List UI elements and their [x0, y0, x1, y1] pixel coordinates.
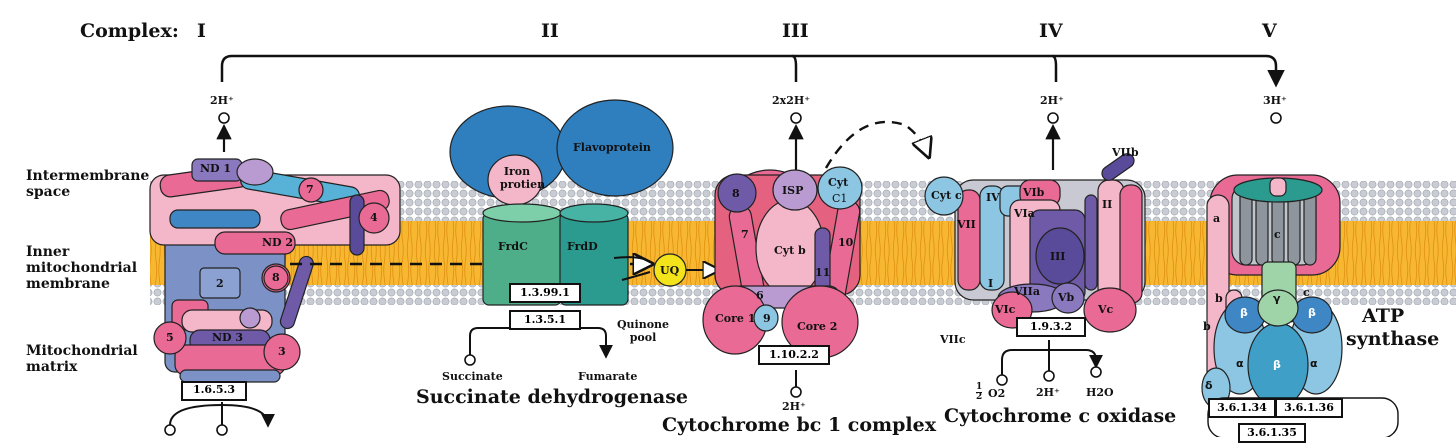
c3-sub9: 9 — [763, 312, 771, 325]
c4-half-den: 2 — [976, 392, 983, 402]
c5-beta-right: β — [1308, 306, 1316, 319]
complex-4 — [924, 123, 1146, 386]
numeral-4: IV — [1039, 20, 1063, 42]
complex-5 — [1201, 174, 1399, 437]
c3-c1: C1 — [832, 192, 848, 205]
c5-beta-center: β — [1273, 358, 1281, 371]
c3-proton-label: 2x2H⁺ — [772, 94, 811, 107]
c2-ec-2: 1.3.5.1 — [509, 310, 581, 330]
c3-isp: ISP — [782, 184, 804, 197]
c3-sub10: 10 — [838, 236, 854, 249]
c4-vc: Vc — [1098, 303, 1114, 316]
c5-ec-1: 3.6.1.34 — [1208, 398, 1276, 418]
c2-name: Succinate dehydrogenase — [416, 386, 688, 408]
c2-uq: UQ — [660, 264, 680, 277]
c4-iv: IV — [986, 191, 1000, 204]
c3-cyt: Cyt — [828, 176, 849, 189]
numeral-5: V — [1262, 20, 1277, 42]
c5-name-line2: synthase — [1346, 328, 1440, 350]
c5-delta: δ — [1205, 379, 1213, 392]
c4-vb: Vb — [1058, 291, 1075, 304]
numeral-2: II — [541, 20, 559, 42]
c1-sub3: 3 — [278, 345, 286, 358]
c5-b1: b — [1215, 292, 1223, 305]
c4-vib: VIb — [1023, 186, 1045, 199]
c1-sub2: 2 — [216, 277, 224, 290]
c5-alpha-left: α — [1236, 357, 1244, 370]
complex-2 — [449, 99, 717, 366]
c1-nd3: ND 3 — [212, 331, 244, 344]
c4-ec-number: 1.9.3.2 — [1016, 317, 1086, 337]
c4-h2o: H2O — [1086, 386, 1114, 399]
c3-sub11: 11 — [815, 266, 831, 279]
c2-fumarate: Fumarate — [578, 370, 638, 383]
c5-ec-3: 3.6.1.35 — [1238, 423, 1306, 443]
c4-proton-label: 2H⁺ — [1040, 94, 1064, 107]
c2-frdc: FrdC — [498, 240, 528, 253]
c3-sub8: 8 — [732, 187, 740, 200]
c5-ec-2: 3.6.1.36 — [1275, 398, 1343, 418]
c1-ec-number: 1.6.5.3 — [192, 383, 236, 396]
c5-c: c — [1303, 286, 1310, 299]
c5-name-line1: ATP — [1362, 305, 1405, 327]
complex-1 — [149, 123, 401, 436]
c4-ii: II — [1102, 198, 1113, 211]
c5-beta-left: β — [1240, 306, 1248, 319]
region-matrix: Mitochondrial matrix — [26, 343, 138, 375]
c5-proton-label: 3H⁺ — [1263, 94, 1287, 107]
c2-iron-protein: Iron protien — [500, 165, 546, 191]
c4-vii: VII — [957, 218, 976, 231]
c3-core1: Core 1 — [715, 312, 756, 325]
c2-flavoprotein: Flavoprotein — [573, 141, 651, 154]
c4-half-num: 1 — [976, 382, 983, 393]
c4-via: VIa — [1014, 207, 1035, 220]
c4-viia: VIIa — [1014, 285, 1040, 298]
c1-nd2: ND 2 — [262, 236, 294, 249]
c3-proton-bottom: 2H⁺ — [782, 400, 806, 413]
c1-nd1: ND 1 — [200, 162, 232, 175]
c2-succinate: Succinate — [442, 370, 503, 383]
c3-name: Cytochrome bc 1 complex — [662, 414, 937, 436]
c4-viib: VIIb — [1112, 146, 1139, 159]
c5-gamma: γ — [1273, 292, 1281, 305]
c3-core2: Core 2 — [797, 320, 838, 333]
c4-viic: VIIc — [940, 333, 966, 346]
numeral-1: I — [197, 20, 206, 42]
c3-sub6: 6 — [756, 289, 764, 302]
c1-proton-label: 2H⁺ — [210, 94, 234, 107]
region-inner-membrane: Inner mitochondrial membrane — [26, 244, 138, 292]
c3-cyt-b: Cyt b — [774, 244, 806, 257]
complex-label: Complex: — [80, 20, 179, 42]
c5-proton-circle — [1270, 112, 1282, 124]
c4-vic: VIc — [995, 303, 1016, 316]
c2-frdd: FrdD — [567, 240, 598, 253]
electron-bracket — [220, 54, 1285, 88]
c4-name: Cytochrome c oxidase — [944, 405, 1177, 427]
c4-o2: O2 — [988, 387, 1006, 400]
c4-i: I — [988, 277, 994, 290]
c3-ec-number: 1.10.2.2 — [758, 345, 830, 365]
c4-proton-circle — [1047, 112, 1059, 124]
numeral-3: III — [782, 20, 809, 42]
c1-sub4: 4 — [370, 211, 378, 224]
region-intermembrane: Intermembrane space — [26, 168, 150, 200]
c1-proton-circle — [218, 112, 230, 124]
c1-sub5: 5 — [166, 331, 174, 344]
c5-c-ring: c — [1274, 228, 1281, 241]
c1-sub8: 8 — [272, 271, 280, 284]
c4-cyt-c: Cyt c — [931, 189, 962, 202]
c5-b2: b — [1203, 320, 1211, 333]
c4-half-fraction: 1 2 — [976, 382, 983, 402]
c1-sub7: 7 — [306, 183, 314, 196]
c5-alpha-right: α — [1310, 357, 1318, 370]
complex-3 — [702, 120, 928, 398]
c2-quinone-pool: Quinone pool — [616, 318, 670, 344]
c3-sub7: 7 — [741, 228, 749, 241]
c4-iii: III — [1050, 250, 1066, 263]
c2-ec-1: 1.3.99.1 — [509, 283, 581, 303]
c4-proton-bottom: 2H⁺ — [1036, 386, 1060, 399]
c5-a: a — [1213, 212, 1221, 225]
c3-proton-circle — [790, 112, 802, 124]
